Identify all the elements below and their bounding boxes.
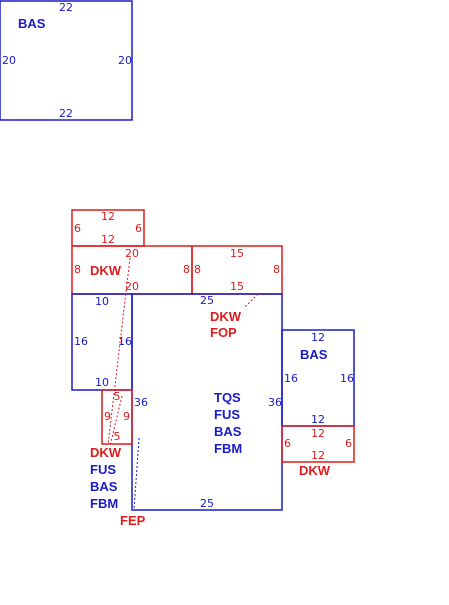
area-label: DKW <box>299 463 331 478</box>
area-label-3: BAS <box>90 479 118 494</box>
dimension-top: 22 <box>59 1 73 14</box>
dimension-bottom: 12 <box>101 233 115 246</box>
leader-line-fep <box>133 437 140 511</box>
area-label-2: FUS <box>90 462 116 477</box>
dimension-bottom: 22 <box>59 107 73 120</box>
leader-line-dkw <box>107 257 131 446</box>
area-bas-top: BAS 22 22 20 20 <box>0 0 133 121</box>
dimension-top: 12 <box>101 210 115 223</box>
area-small-top: 12 12 6 6 <box>71 209 145 247</box>
area-label-1: TQS <box>214 390 241 405</box>
leader-line-fop <box>243 293 259 309</box>
area-label-3: BAS <box>214 424 242 439</box>
dimension-bottom: 12 <box>311 449 325 462</box>
area-label-2: FUS <box>214 407 240 422</box>
area-label-4: FBM <box>90 496 118 511</box>
dimension-top: 5 <box>114 390 121 403</box>
area-label: BAS <box>300 347 328 362</box>
dimension-left: 16 <box>284 372 298 385</box>
dimension-top: 12 <box>311 427 325 440</box>
dimension-top: 10 <box>95 295 109 308</box>
area-label-fep: FEP <box>120 513 146 528</box>
dimension-left: 6 <box>284 437 291 450</box>
dimension-bottom: 5 <box>114 430 121 443</box>
dimension-right: 6 <box>345 437 352 450</box>
dimension-left: 36 <box>134 396 148 409</box>
leader-lines <box>107 257 259 511</box>
area-main-outline <box>131 293 283 511</box>
area-dkw-upper: DKW 20 20 8 8 <box>71 245 193 295</box>
leader-line-small <box>109 395 123 447</box>
dimension-right: 8 <box>183 263 190 276</box>
dimension-left: 8 <box>194 263 201 276</box>
area-label-1: DKW <box>210 309 242 324</box>
dimension-right: 8 <box>273 263 280 276</box>
area-label-4: FBM <box>214 441 242 456</box>
area-label: DKW <box>90 263 122 278</box>
dimension-left: 9 <box>104 410 111 423</box>
dimension-left: 16 <box>74 335 88 348</box>
dimension-bottom: 12 <box>311 413 325 426</box>
area-bas-right: BAS 12 12 16 16 <box>281 329 355 427</box>
area-dkw-right: 12 12 6 6 DKW <box>281 425 355 478</box>
area-blue-left: 10 10 16 16 <box>71 293 133 391</box>
dimension-left: 8 <box>74 263 81 276</box>
area-label-1: DKW <box>90 445 122 460</box>
dimension-left: 20 <box>2 54 16 67</box>
dimension-right: 16 <box>118 335 132 348</box>
area-small-bottom: 5 5 9 9 DKW FUS BAS FBM FEP <box>90 389 146 528</box>
area-small-bottom-outline <box>101 389 133 445</box>
area-dkw-right-outline <box>281 425 355 463</box>
area-bas-top-outline <box>0 0 133 121</box>
area-main: 25 25 36 36 TQS FUS BAS FBM <box>131 293 283 511</box>
area-fop-upper: 15 15 8 8 <box>191 245 283 295</box>
dimension-top: 25 <box>200 294 214 307</box>
dimension-left: 6 <box>74 222 81 235</box>
dimension-bottom: 20 <box>125 280 139 293</box>
dimension-right: 20 <box>118 54 132 67</box>
area-label-2: FOP <box>210 325 237 340</box>
dimension-bottom: 15 <box>230 280 244 293</box>
dimension-top: 20 <box>125 247 139 260</box>
dimension-right: 9 <box>123 410 130 423</box>
dimension-right: 36 <box>268 396 282 409</box>
dimension-right: 16 <box>340 372 354 385</box>
area-dkw-fop-labels: DKW FOP <box>210 309 242 340</box>
dimension-bottom: 25 <box>200 497 214 510</box>
area-label: BAS <box>18 16 46 31</box>
dimension-top: 12 <box>311 331 325 344</box>
dimension-bottom: 10 <box>95 376 109 389</box>
dimension-right: 6 <box>135 222 142 235</box>
dimension-top: 15 <box>230 247 244 260</box>
